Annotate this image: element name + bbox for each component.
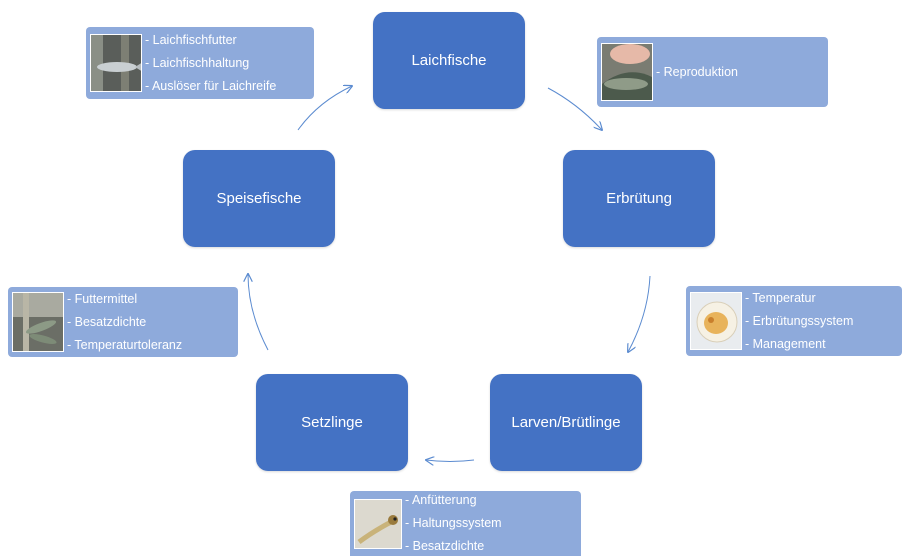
note-larven-line-2: - Erbrütungssystem (745, 313, 854, 328)
note-setzlinge: - Anfütterung - Haltungssystem - Besatzd… (350, 491, 581, 556)
note-speisefische-line-2: - Besatzdichte (67, 314, 147, 329)
hand-fish-photo-icon (601, 43, 653, 101)
note-speisefische-line-3: - Temperaturtoleranz (67, 337, 183, 352)
arrow-setzlinge-to-speisefische (248, 274, 269, 351)
arrow-speisefische-to-laichfische (297, 86, 352, 131)
node-erbruetung-label: Erbrütung (606, 190, 672, 207)
node-erbruetung: Erbrütung (563, 150, 715, 247)
note-setzlinge-line-2: - Haltungssystem (405, 516, 502, 530)
node-larven-label: Larven/Brütlinge (511, 414, 621, 431)
node-larven: Larven/Brütlinge (490, 374, 642, 471)
note-laichfische-line-3: - Auslöser für Laichreife (145, 78, 277, 93)
note-laichfische-line-1: - Laichfischfutter (145, 32, 237, 47)
larva-photo-icon (354, 498, 402, 549)
note-laichfische: - Laichfischfutter - Laichfischhaltung -… (86, 27, 314, 99)
note-larven: - Temperatur - Erbrütungssystem - Manage… (686, 286, 902, 356)
node-speisefische-label: Speisefische (216, 190, 302, 207)
note-larven-line-1: - Temperatur (745, 290, 816, 305)
arrow-erbruetung-to-larven (628, 275, 651, 352)
fish-photo-icon (90, 34, 142, 92)
node-speisefische: Speisefische (183, 150, 335, 247)
node-laichfische-label: Laichfische (411, 52, 487, 69)
node-setzlinge-label: Setzlinge (301, 414, 363, 431)
arrow-laichfische-to-erbruetung (547, 87, 602, 130)
node-setzlinge: Setzlinge (256, 374, 408, 471)
note-erbruetung-line-1: - Reproduktion (656, 64, 738, 79)
arrow-larven-to-setzlinge (426, 460, 475, 462)
egg-photo-icon (690, 292, 742, 350)
note-larven-line-3: - Management (745, 336, 826, 351)
note-setzlinge-line-1: - Anfütterung (405, 493, 477, 507)
fish-tank-photo-icon (12, 292, 64, 352)
note-speisefische: - Futtermittel - Besatzdichte - Temperat… (8, 287, 238, 357)
note-speisefische-line-1: - Futtermittel (67, 291, 138, 306)
note-erbruetung: - Reproduktion (597, 37, 828, 107)
note-setzlinge-line-3: - Besatzdichte (405, 539, 485, 553)
node-laichfische: Laichfische (373, 12, 525, 109)
note-laichfische-line-2: - Laichfischhaltung (145, 55, 250, 70)
